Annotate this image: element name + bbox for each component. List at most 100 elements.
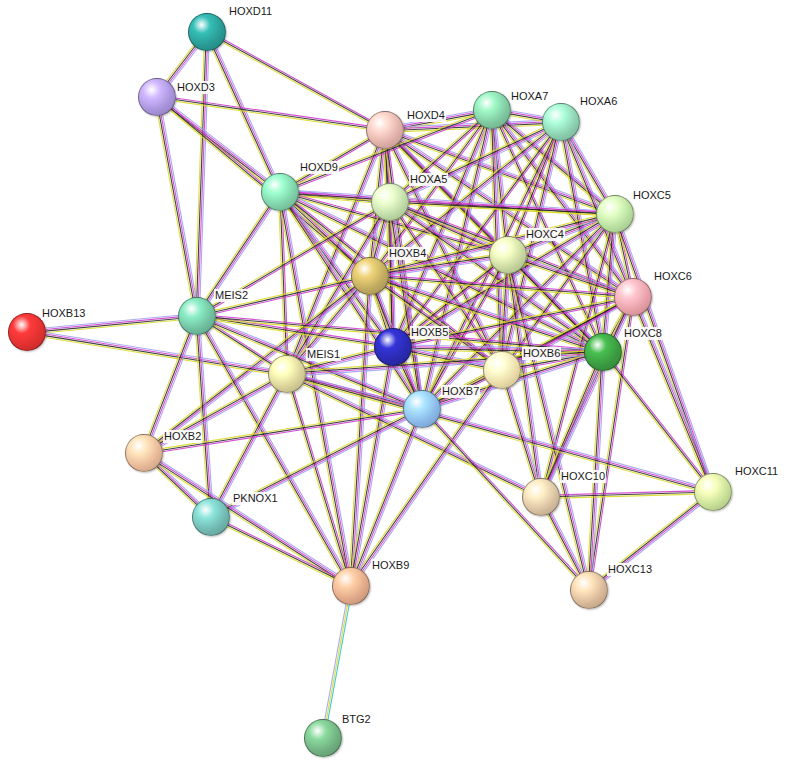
evidence-stroke	[437, 376, 485, 399]
evidence-stroke	[228, 419, 407, 511]
interaction-edge	[162, 410, 405, 452]
evidence-stroke	[622, 231, 708, 475]
interaction-edge	[619, 230, 710, 476]
evidence-stroke	[406, 129, 544, 194]
protein-label: HOXC4	[525, 228, 565, 241]
protein-node: HOXC6	[614, 278, 652, 316]
evidence-stroke	[159, 463, 336, 577]
evidence-stroke	[547, 514, 578, 575]
protein-label: HOXC13	[607, 563, 653, 576]
evidence-stroke	[291, 392, 345, 570]
evidence-stroke	[295, 138, 369, 182]
evidence-stroke	[355, 425, 413, 569]
evidence-stroke	[163, 114, 197, 298]
evidence-stroke	[362, 385, 492, 571]
evidence-stroke	[353, 294, 370, 568]
protein-label: HOXC8	[623, 327, 663, 340]
protein-label: HOXC6	[653, 270, 693, 283]
protein-node: HOXB7	[403, 390, 441, 428]
evidence-stroke	[296, 141, 370, 185]
evidence-stroke	[549, 513, 580, 574]
interaction-edge	[355, 425, 417, 570]
interaction-edge	[405, 127, 545, 196]
evidence-stroke	[549, 369, 597, 481]
protein-label: HOXB9	[371, 559, 410, 572]
evidence-stroke	[305, 376, 696, 484]
protein-label: HOXD11	[228, 5, 273, 18]
evidence-stroke	[615, 365, 703, 477]
evidence-stroke	[148, 332, 188, 435]
evidence-stroke	[158, 465, 335, 579]
evidence-stroke	[361, 384, 491, 570]
evidence-stroke	[325, 603, 346, 720]
evidence-stroke	[304, 380, 695, 488]
protein-node: HOXB5	[374, 328, 412, 366]
evidence-stroke	[328, 604, 349, 721]
evidence-stroke	[162, 413, 404, 451]
evidence-stroke	[546, 368, 594, 480]
protein-label: HOXA6	[579, 95, 618, 108]
evidence-stroke	[153, 334, 193, 437]
protein-node: PKNOX1	[192, 498, 230, 536]
evidence-stroke	[572, 136, 608, 197]
evidence-stroke	[209, 208, 272, 302]
protein-node: HOXB9	[332, 567, 370, 605]
evidence-stroke	[411, 301, 616, 344]
evidence-stroke	[279, 210, 285, 356]
evidence-stroke	[405, 212, 589, 341]
protein-node: HOXC13	[570, 571, 608, 609]
evidence-stroke	[151, 333, 191, 436]
interaction-edge	[226, 415, 407, 511]
evidence-stroke	[166, 45, 194, 81]
evidence-stroke	[354, 294, 371, 568]
protein-node: HOXB4	[351, 257, 389, 295]
evidence-stroke	[408, 205, 597, 215]
evidence-stroke	[603, 503, 699, 579]
protein-node: HOXD3	[138, 78, 176, 116]
interaction-edge	[175, 98, 368, 129]
evidence-stroke	[549, 314, 626, 481]
interaction-edge	[547, 512, 583, 575]
evidence-stroke	[150, 332, 190, 435]
interaction-edge	[212, 47, 274, 176]
evidence-stroke	[227, 418, 406, 510]
evidence-stroke	[405, 127, 543, 192]
evidence-stroke	[623, 230, 709, 474]
interaction-edge	[170, 107, 357, 265]
protein-label: PKNOX1	[232, 492, 279, 505]
evidence-stroke	[172, 107, 267, 180]
evidence-stroke	[505, 388, 533, 481]
protein-node: HOXD9	[261, 173, 299, 211]
evidence-stroke	[411, 302, 616, 345]
protein-node: HOXC4	[489, 236, 527, 274]
evidence-stroke	[388, 279, 615, 297]
interaction-edge	[222, 39, 370, 122]
protein-label: HOXB13	[41, 307, 86, 320]
protein-node: HOXD4	[366, 111, 404, 149]
interaction-edge	[166, 45, 198, 84]
evidence-stroke	[208, 330, 344, 569]
evidence-stroke	[294, 391, 348, 569]
evidence-stroke	[551, 512, 582, 573]
protein-node: HOXB2	[125, 434, 163, 472]
evidence-stroke	[403, 125, 543, 131]
evidence-stroke	[158, 115, 192, 299]
evidence-stroke	[388, 277, 615, 295]
protein-label: BTG2	[341, 713, 372, 726]
interaction-edge	[291, 391, 348, 569]
evidence-stroke	[568, 139, 604, 200]
interaction-edge	[505, 387, 538, 481]
evidence-stroke	[205, 206, 268, 300]
protein-label: HOXD9	[299, 161, 339, 174]
evidence-stroke	[359, 383, 489, 569]
protein-label: HOXB4	[388, 247, 427, 260]
protein-label: HOXB7	[441, 385, 480, 398]
interaction-edge	[602, 501, 701, 580]
evidence-stroke	[305, 378, 696, 486]
evidence-stroke	[550, 369, 598, 481]
interaction-edge	[158, 461, 337, 579]
evidence-stroke	[434, 422, 577, 577]
evidence-stroke	[175, 100, 367, 128]
evidence-stroke	[170, 110, 265, 183]
